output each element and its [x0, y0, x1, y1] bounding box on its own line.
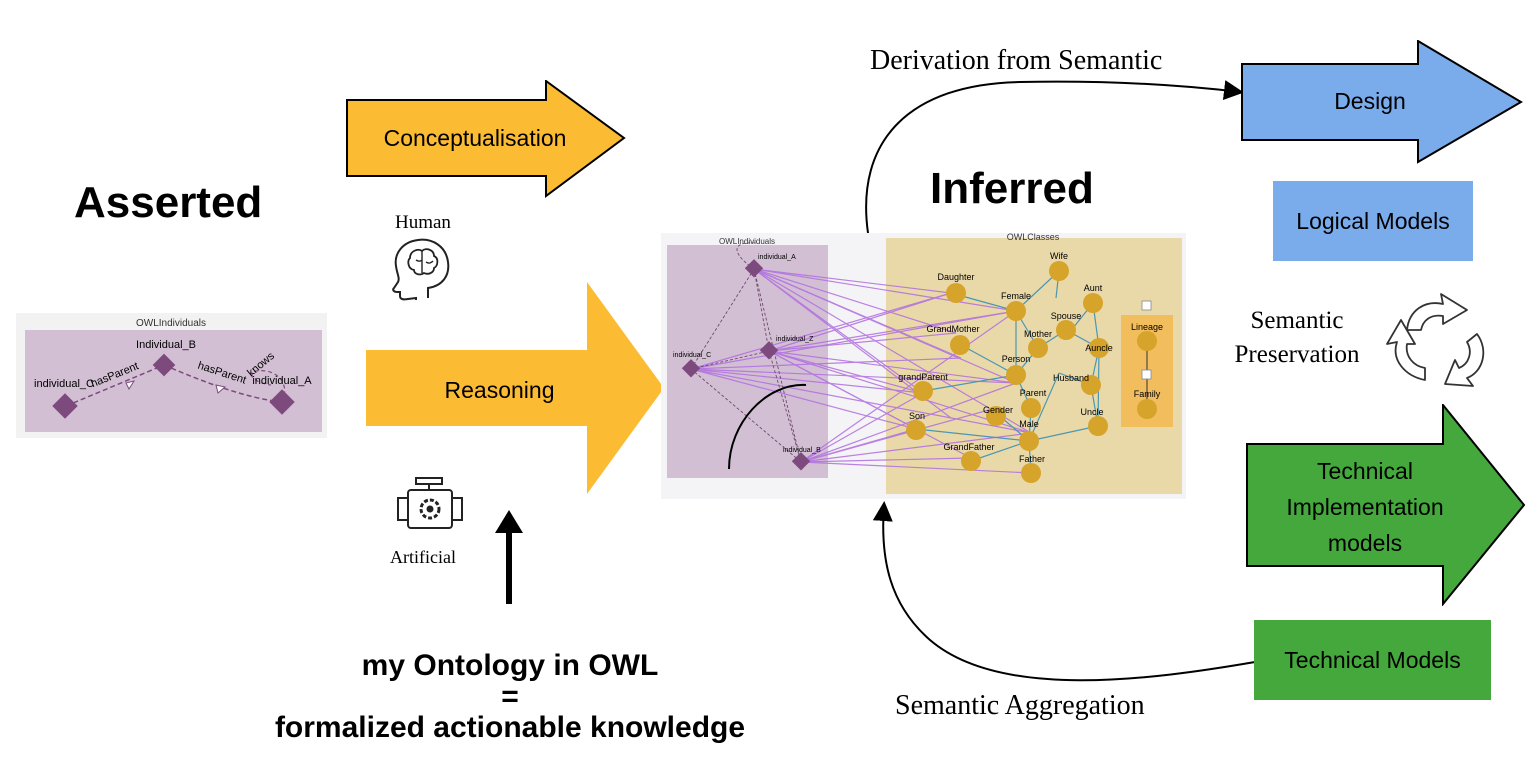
class-label: Husband [1053, 373, 1089, 383]
technical-implementation-line3: models [1327, 530, 1403, 556]
class-label: Family [1134, 389, 1161, 399]
conceptualisation-label: Conceptualisation [383, 124, 567, 151]
class-label: Mother [1024, 329, 1052, 339]
class-label: Auncle [1085, 343, 1113, 353]
class-label: Male [1019, 419, 1039, 429]
semantic-preservation-label: Semantic Preservation [1222, 304, 1372, 372]
asserted-node-label: individual_A [252, 375, 312, 387]
semantic-preservation-line2: Preservation [1234, 341, 1360, 368]
technical-implementation-line1: Technical [1317, 458, 1413, 484]
aggregation-label: Semantic Aggregation [895, 690, 1145, 721]
inferred-title: Inferred [930, 164, 1094, 213]
ontology-caption-line3: formalized actionable knowledge [274, 711, 746, 744]
asserted-node-label: individual_C [34, 378, 94, 390]
design-arrow [1241, 40, 1523, 164]
logical-models-box: Logical Models [1273, 181, 1473, 261]
class-label: Son [909, 411, 925, 421]
ontology-up-arrow-head [495, 510, 523, 533]
derivation-label: Derivation from Semantic [870, 45, 1163, 76]
classes-panel-title: OWLClasses [1007, 233, 1060, 242]
class-label: GrandMother [926, 324, 979, 334]
class-label: Wife [1050, 251, 1068, 261]
reasoning-label: Reasoning [444, 376, 555, 403]
class-label: Uncle [1080, 407, 1103, 417]
technical-models-box: Technical Models [1254, 620, 1491, 700]
reasoning-arrow [366, 282, 664, 494]
ontology-caption: my Ontology in OWL = formalized actionab… [230, 648, 790, 746]
inferred-graph: OWLIndividuals OWLClasses individual_A i… [661, 233, 1186, 499]
technical-implementation-label: Technical Implementation models [1255, 453, 1475, 561]
inferred-individual-label: individual_Z [776, 336, 814, 343]
ontology-caption-line1: my Ontology in OWL [361, 649, 659, 682]
class-label: Lineage [1131, 322, 1163, 332]
design-label: Design [1334, 87, 1406, 114]
class-label: Spouse [1051, 311, 1082, 321]
ontology-caption-line2: = [501, 680, 519, 713]
recycle-icon [1386, 293, 1485, 387]
conceptualisation-arrow [346, 80, 626, 198]
artificial-label: Artificial [390, 547, 456, 567]
asserted-graph: OWLIndividuals Individual_B individual_C… [16, 313, 327, 438]
class-label: Gender [983, 405, 1013, 415]
individuals-panel-title: OWLIndividuals [719, 237, 775, 246]
class-label: Daughter [937, 272, 974, 282]
inferred-individual-label: individual_C [673, 352, 711, 359]
class-label: GrandFather [943, 442, 994, 452]
asserted-panel-title: OWLIndividuals [136, 318, 206, 329]
engine-icon [397, 477, 463, 529]
aggregation-curve [872, 501, 1256, 682]
technical-implementation-arrow [1246, 404, 1526, 606]
asserted-title: Asserted [74, 178, 263, 227]
inferred-individual-label: individual_B [783, 447, 821, 454]
derivation-curve [865, 80, 1244, 234]
brain-head-icon [392, 238, 450, 301]
class-label: Person [1002, 354, 1031, 364]
technical-implementation-line2: Implementation [1286, 494, 1444, 520]
inferred-individual-label: individual_A [758, 254, 796, 261]
asserted-node-label: Individual_B [136, 339, 196, 351]
semantic-preservation-line1: Semantic [1250, 307, 1344, 334]
class-label: Father [1019, 454, 1045, 464]
class-label: Aunt [1084, 283, 1103, 293]
human-label: Human [395, 212, 451, 233]
class-label: grandParent [898, 372, 948, 382]
class-label: Female [1001, 291, 1031, 301]
class-label: Parent [1020, 388, 1047, 398]
